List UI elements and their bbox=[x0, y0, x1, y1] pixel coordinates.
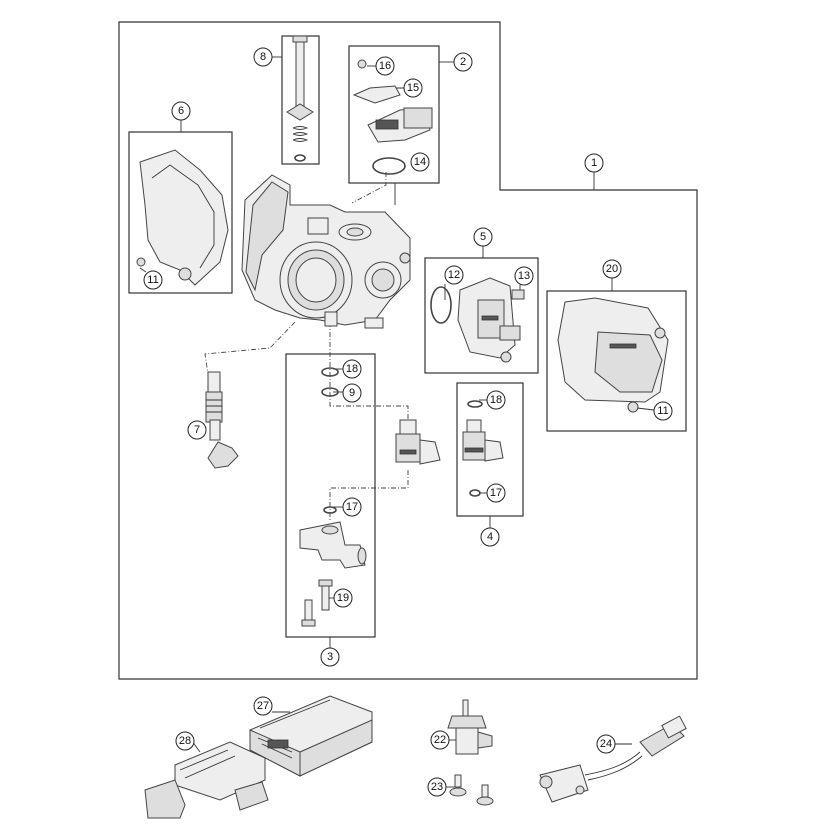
callout-1: 1 bbox=[584, 153, 604, 173]
callout-14: 14 bbox=[410, 152, 430, 172]
callout-label: 8 bbox=[260, 51, 266, 63]
callout-label: 11 bbox=[657, 405, 668, 417]
callout-17-left: 17 bbox=[342, 497, 362, 517]
sensor-part-22 bbox=[447, 699, 493, 755]
fitting-assembly bbox=[395, 419, 441, 465]
throttle-body-part-1 bbox=[241, 174, 411, 329]
sensor-part-7 bbox=[205, 371, 239, 469]
callout-6: 6 bbox=[171, 101, 191, 121]
fitting-part-3 bbox=[299, 367, 367, 627]
callout-label: 23 bbox=[431, 781, 443, 793]
fitting-part-4 bbox=[462, 400, 504, 497]
group-frame-20 bbox=[546, 290, 687, 432]
callout-3: 3 bbox=[320, 647, 340, 667]
callout-27: 27 bbox=[253, 696, 273, 716]
callout-label: 24 bbox=[600, 738, 612, 750]
callout-12: 12 bbox=[444, 265, 464, 285]
assembly-frame-1 bbox=[118, 21, 698, 680]
callout-label: 14 bbox=[414, 156, 426, 168]
callout-8: 8 bbox=[253, 47, 273, 67]
callout-11-left: 11 bbox=[143, 270, 163, 290]
callout-label: 19 bbox=[337, 592, 349, 604]
callout-7: 7 bbox=[187, 420, 207, 440]
ecu-part-28 bbox=[144, 741, 269, 819]
group-frame-5 bbox=[424, 257, 539, 374]
callout-13: 13 bbox=[514, 266, 534, 286]
callout-label: 4 bbox=[487, 531, 493, 543]
callout-label: 20 bbox=[606, 263, 618, 275]
callout-label: 5 bbox=[480, 231, 486, 243]
callout-9: 9 bbox=[342, 383, 362, 403]
callout-label: 12 bbox=[448, 269, 460, 281]
group-frame-2 bbox=[348, 45, 440, 184]
callout-label: 18 bbox=[346, 363, 358, 375]
sensor-plate-part-5 bbox=[430, 277, 525, 363]
callout-label: 15 bbox=[407, 82, 419, 94]
idle-screw-part-8 bbox=[286, 35, 314, 162]
callout-label: 6 bbox=[178, 105, 184, 117]
cover-part-20 bbox=[557, 297, 669, 413]
screws-part-23 bbox=[449, 774, 494, 806]
ecu-part-27 bbox=[249, 695, 373, 777]
callout-18-right: 18 bbox=[486, 390, 506, 410]
callout-label: 3 bbox=[327, 651, 333, 663]
sensor-part-24 bbox=[539, 715, 687, 803]
callout-label: 28 bbox=[179, 735, 191, 747]
callout-18-left: 18 bbox=[342, 359, 362, 379]
callout-23: 23 bbox=[427, 777, 447, 797]
callout-4: 4 bbox=[480, 527, 500, 547]
callout-label: 17 bbox=[490, 487, 502, 499]
callout-label: 11 bbox=[147, 274, 158, 286]
callout-22: 22 bbox=[430, 730, 450, 750]
group-frame-6 bbox=[128, 131, 233, 294]
callout-15: 15 bbox=[403, 78, 423, 98]
callout-label: 27 bbox=[257, 700, 269, 712]
sensor-part-2 bbox=[352, 59, 433, 175]
callout-24: 24 bbox=[596, 734, 616, 754]
cover-part-6 bbox=[136, 149, 229, 286]
callout-label: 17 bbox=[346, 501, 358, 513]
callout-5: 5 bbox=[473, 227, 493, 247]
callout-17-right: 17 bbox=[486, 483, 506, 503]
callout-16: 16 bbox=[375, 56, 395, 76]
callout-20: 20 bbox=[602, 259, 622, 279]
callout-label: 1 bbox=[591, 157, 597, 169]
callout-label: 18 bbox=[490, 394, 502, 406]
callout-2: 2 bbox=[453, 52, 473, 72]
callout-11-right: 11 bbox=[653, 401, 673, 421]
callout-label: 22 bbox=[434, 734, 446, 746]
group-frame-3 bbox=[285, 353, 376, 638]
callout-label: 7 bbox=[194, 424, 200, 436]
callout-label: 13 bbox=[518, 270, 530, 282]
callout-label: 16 bbox=[379, 60, 391, 72]
callout-label: 2 bbox=[460, 56, 466, 68]
callout-label: 9 bbox=[349, 387, 355, 399]
assembly-dash-lines bbox=[204, 172, 409, 520]
callout-28: 28 bbox=[175, 731, 195, 751]
callout-19: 19 bbox=[333, 588, 353, 608]
